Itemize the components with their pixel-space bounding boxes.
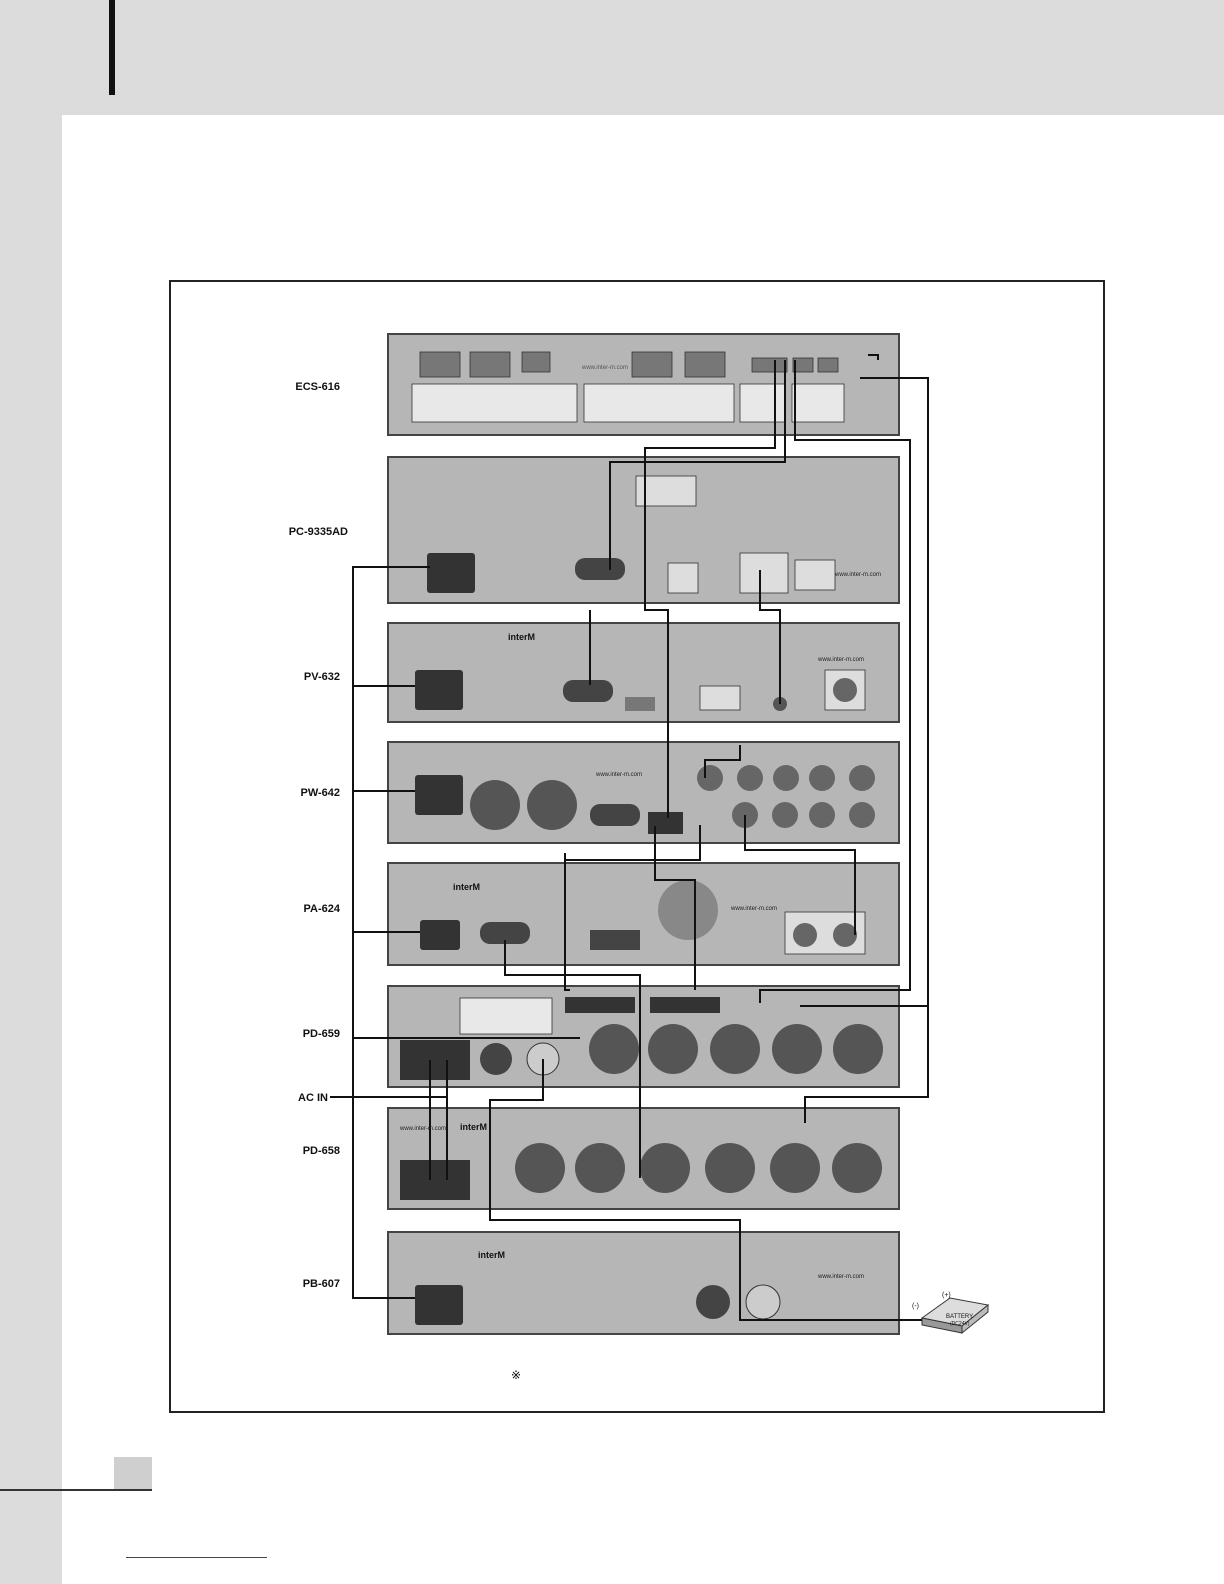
pb-brand: interM bbox=[478, 1250, 505, 1260]
pa-ac-inlet bbox=[420, 920, 460, 950]
pd659-remote-2 bbox=[650, 997, 720, 1013]
pc-dc-input bbox=[575, 558, 625, 580]
ecs-web: www.inter-m.com bbox=[581, 365, 628, 371]
ecs-terminal-strips bbox=[412, 384, 844, 422]
footer-link-line bbox=[126, 1557, 267, 1558]
pw-ac-inlet bbox=[415, 775, 463, 815]
pb-web: www.inter-m.com bbox=[817, 1274, 864, 1280]
pa-speaker-terminal bbox=[590, 930, 640, 950]
pd659-remote-1 bbox=[565, 997, 635, 1013]
pa-line-in bbox=[793, 923, 817, 947]
pv-dc-input bbox=[563, 680, 613, 702]
pd658-outlets bbox=[515, 1143, 882, 1193]
pc-mono-output bbox=[668, 563, 698, 593]
battery-voltage: (DC24V) bbox=[950, 1321, 970, 1327]
pv-brand: interM bbox=[508, 632, 535, 642]
battery-label: BATTERY bbox=[946, 1314, 973, 1320]
page-number-box bbox=[114, 1457, 152, 1490]
pd658-brand: interM bbox=[460, 1122, 487, 1132]
pw-remote-terminal bbox=[648, 812, 683, 834]
battery-plus: (+) bbox=[942, 1292, 951, 1299]
pa-fan-grille bbox=[658, 880, 718, 940]
note-mark: ※ bbox=[511, 1368, 521, 1382]
pv-rca bbox=[700, 686, 740, 710]
pw-outlet-2 bbox=[527, 780, 577, 830]
pd659-terminals bbox=[460, 998, 552, 1034]
pv-rs232 bbox=[625, 697, 655, 711]
pv-xlr-socket bbox=[833, 678, 857, 702]
pb-battery-pos bbox=[746, 1285, 780, 1319]
pv-web: www.inter-m.com bbox=[817, 657, 864, 663]
pd658-web: www.inter-m.com bbox=[399, 1126, 446, 1132]
pw-web: www.inter-m.com bbox=[595, 772, 642, 778]
pc-aux-inputs bbox=[795, 560, 835, 590]
pc-web: www.inter-m.com bbox=[834, 572, 881, 578]
pd658-ac-input bbox=[400, 1160, 470, 1200]
page-rule bbox=[0, 1489, 152, 1491]
battery: BATTERY (DC24V) (+) (-) bbox=[912, 1292, 988, 1333]
pa-web: www.inter-m.com bbox=[730, 906, 777, 912]
pw-dc-input bbox=[590, 804, 640, 826]
pw-outlet-1 bbox=[470, 780, 520, 830]
pb-battery-neg bbox=[696, 1285, 730, 1319]
pd659-battery-neg bbox=[480, 1043, 512, 1075]
battery-minus: (-) bbox=[912, 1303, 919, 1310]
pv-ac-inlet bbox=[415, 670, 463, 710]
pc-rca-inputs bbox=[740, 553, 788, 593]
pa-balanced-in bbox=[833, 923, 857, 947]
pa-brand: interM bbox=[453, 882, 480, 892]
pw-channel-outputs bbox=[732, 802, 875, 828]
pb-ac-inlet bbox=[415, 1285, 463, 1325]
pd659-dc-input bbox=[400, 1040, 470, 1080]
pd659-outlets bbox=[589, 1024, 883, 1074]
pc-ac-inlet bbox=[427, 553, 475, 593]
pw-channel-inputs bbox=[697, 765, 875, 791]
